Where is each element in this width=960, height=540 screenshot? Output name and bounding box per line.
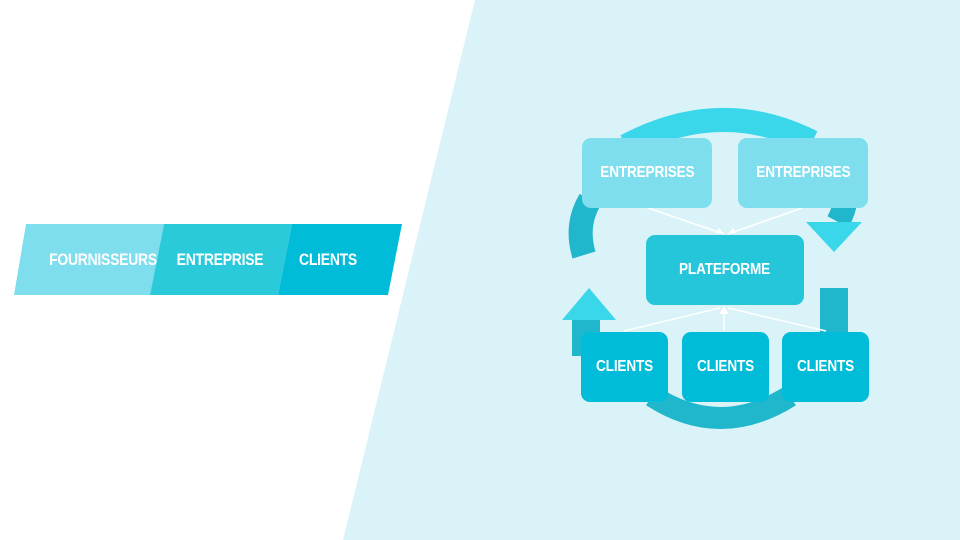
node-plateforme-label: PLATEFORME	[679, 261, 771, 278]
pipeline-step-company: ENTREPRISE	[176, 249, 264, 269]
node-clients-right: CLIENTS	[782, 332, 869, 402]
connector-arrowhead-top-left	[716, 228, 724, 234]
connector-arrowhead-bottom	[719, 306, 729, 314]
node-entreprises-right-label: ENTREPRISES	[755, 164, 851, 181]
node-clients-left: CLIENTS	[581, 332, 668, 402]
node-entreprises-left-label: ENTREPRISES	[599, 164, 695, 181]
node-clients-right-label: CLIENTS	[796, 358, 854, 375]
cycle-arrow-up-left	[562, 288, 616, 320]
node-clients-center: CLIENTS	[682, 332, 769, 402]
pipeline-step-suppliers: FOURNISSEURS	[49, 249, 157, 269]
cycle-arc-top	[620, 107, 818, 157]
pipeline-step-company-shape	[150, 224, 292, 295]
pipeline-step-clients: CLIENTS	[299, 249, 357, 269]
cycle-arc-left-top	[568, 193, 601, 259]
node-entreprises-left: ENTREPRISES	[582, 138, 712, 208]
connector-arrowhead-top-right	[728, 228, 736, 234]
cycle-arc-bottom	[646, 386, 796, 429]
connector-top-right	[727, 207, 803, 235]
pipeline-step-suppliers-shape	[14, 224, 164, 295]
node-entreprises-right: ENTREPRISES	[738, 138, 868, 208]
cycle-arrow-down-right	[806, 222, 862, 252]
connector-bottom-right	[727, 307, 827, 332]
connector-bottom-left	[623, 307, 721, 332]
node-clients-center-label: CLIENTS	[696, 358, 754, 375]
connector-top-left	[647, 207, 725, 235]
node-plateforme: PLATEFORME	[646, 235, 804, 305]
pipeline-step-clients-shape	[278, 224, 402, 295]
node-clients-left-label: CLIENTS	[595, 358, 653, 375]
